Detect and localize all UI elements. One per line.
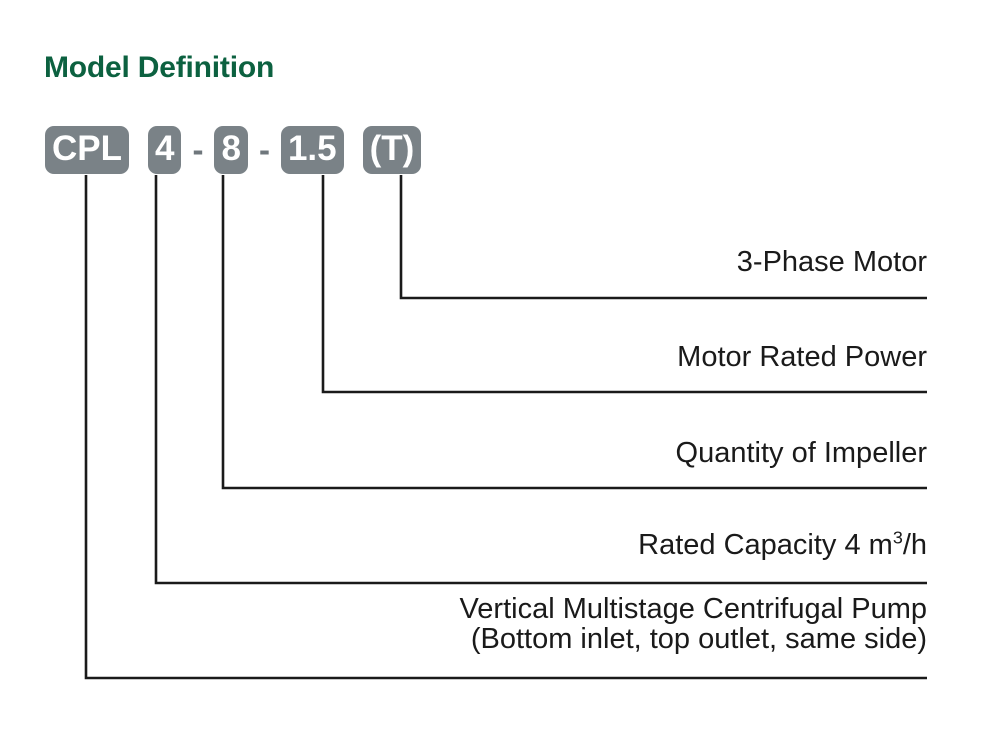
callout-line-2: (Bottom inlet, top outlet, same side) [470,623,927,656]
callout-line: 3-Phase Motor [736,246,927,278]
leader-power [321,175,927,394]
page-title: Model Definition [44,51,275,84]
code-badge-stages[interactable]: 8 [214,126,248,174]
leader-impeller [221,175,927,490]
superscript-exponent: 3 [892,527,903,548]
code-separator-2: - [258,131,270,168]
callout-line-prefix: Rated Capacity 4 m [638,529,893,561]
code-separator-1: - [192,131,204,168]
callout-pump-type: Vertical Multistage Centrifugal Pump (Bo… [460,594,927,654]
callout-motor-rated-power: Motor Rated Power [677,342,927,372]
callout-line: Motor Rated Power [677,341,927,373]
leader-t [399,175,927,300]
callout-three-phase-motor: 3-Phase Motor [737,247,927,277]
code-badge-power[interactable]: 1.5 [280,126,344,174]
code-badge-phase[interactable]: (T) [362,126,422,174]
code-badge-cpl[interactable]: CPL [45,126,129,174]
callout-line: Quantity of Impeller [675,437,927,469]
callout-line-suffix: /h [902,529,927,561]
model-code-row: CPL 4 - 8 - 1.5 (T) [45,126,422,174]
callout-line-1: Vertical Multistage Centrifugal Pump [459,593,927,625]
code-badge-capacity[interactable]: 4 [148,126,182,174]
callout-quantity-of-impeller: Quantity of Impeller [676,438,927,468]
callout-rated-capacity: Rated Capacity 4 m3/h [638,527,927,561]
leader-capacity [154,175,927,585]
leader-pump [84,175,927,680]
